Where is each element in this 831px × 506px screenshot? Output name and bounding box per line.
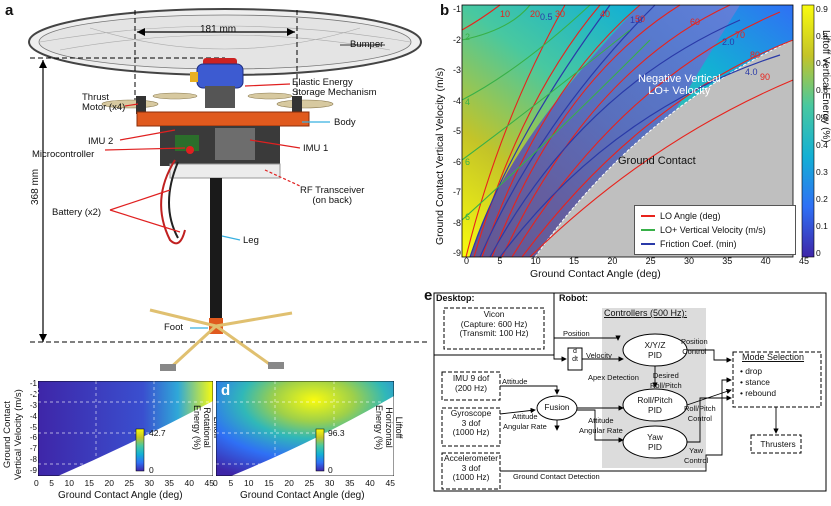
d-cbar-max: 96.3 bbox=[328, 428, 345, 438]
b-yticks-col: -1-2-3-4-5-6-7-8-9 bbox=[452, 4, 461, 258]
svg-text:4: 4 bbox=[465, 97, 470, 107]
dim-width: 181 mm bbox=[200, 24, 237, 35]
e-edge-attrate2: Attitude Angular Rate bbox=[579, 416, 623, 435]
b-legend: LO Angle (deg) LO+ Vertical Velocity (m/… bbox=[634, 205, 796, 255]
svg-text:70: 70 bbox=[735, 30, 745, 40]
label-energy: Elastic Energy Storage Mechanism bbox=[292, 77, 377, 98]
e-xyz-pid: X/Y/Z PID bbox=[644, 340, 666, 360]
svg-text:6: 6 bbox=[465, 212, 470, 222]
svg-text:6: 6 bbox=[465, 157, 470, 167]
label-battery: Battery (x2) bbox=[52, 207, 102, 218]
label-imu1: IMU 1 bbox=[303, 143, 329, 154]
svg-text:50: 50 bbox=[635, 14, 645, 24]
d-xlabel: Ground Contact Angle (deg) bbox=[240, 490, 365, 501]
e-mode-list: • drop • stance • rebound bbox=[740, 366, 776, 399]
panel-a-label: a bbox=[5, 2, 14, 19]
dim-height: 368 mm bbox=[30, 168, 41, 205]
svg-text:4.0: 4.0 bbox=[745, 67, 758, 77]
label-bumper: Bumper bbox=[350, 39, 384, 50]
e-desktop-title: Desktop: bbox=[436, 293, 475, 303]
svg-text:90: 90 bbox=[760, 72, 770, 82]
e-controllers-title: Controllers (500 Hz): bbox=[604, 308, 688, 318]
svg-text:30: 30 bbox=[555, 9, 565, 19]
robot-illustration bbox=[28, 8, 430, 372]
b-region-negative: Negative Vertical LO+ Velocity bbox=[638, 73, 721, 97]
e-fusion: Fusion bbox=[544, 402, 570, 412]
b-cbar-label: Liftoff Vertical Energy (%) bbox=[820, 30, 831, 143]
e-edge-apex: Apex Detection bbox=[588, 373, 639, 382]
panel-d-label: d bbox=[221, 382, 231, 399]
mode-item: • rebound bbox=[740, 388, 777, 398]
mode-item: • stance bbox=[740, 377, 770, 387]
b-lo-labels: 10 20 30 40 50 60 70 80 90 bbox=[500, 9, 770, 82]
e-thrusters: Thrusters bbox=[760, 439, 796, 449]
d-title: Liftoff Horizontal Energy (%) bbox=[374, 405, 404, 451]
panel-c-label: c bbox=[31, 382, 40, 399]
mode-item: • drop bbox=[740, 366, 763, 376]
panel-c-heatmap bbox=[38, 381, 213, 476]
e-edge-ground: Ground Contact Detection bbox=[513, 472, 600, 481]
svg-text:1.0: 1.0 bbox=[630, 15, 643, 25]
e-edge-yaw-ctrl: Yaw Control bbox=[684, 446, 709, 465]
b-region-ground: Ground Contact bbox=[618, 155, 696, 167]
e-edge-position: Position bbox=[563, 329, 590, 338]
e-imu: IMU 9 dof (200 Hz) bbox=[452, 373, 490, 393]
c-ylabel: Ground Contact Vertical Velocity (m/s) bbox=[2, 389, 24, 480]
svg-text:10: 10 bbox=[500, 9, 510, 19]
svg-text:2.0: 2.0 bbox=[722, 37, 735, 47]
label-leg: Leg bbox=[243, 235, 259, 246]
label-body: Body bbox=[334, 117, 356, 128]
svg-text:20: 20 bbox=[530, 9, 540, 19]
svg-text:60: 60 bbox=[690, 17, 700, 27]
e-edge-attitude: Attitude bbox=[502, 377, 528, 386]
e-ddt: d dt bbox=[572, 348, 578, 363]
b-xlabel: Ground Contact Angle (deg) bbox=[530, 268, 661, 280]
panel-e-label: e bbox=[424, 287, 433, 304]
svg-text:80: 80 bbox=[750, 50, 760, 60]
label-thrust-motor: Thrust Motor (x4) bbox=[82, 92, 126, 113]
c-cbar-max: 42.7 bbox=[149, 428, 166, 438]
e-edge-desired: Desired Roll/Pitch bbox=[650, 371, 682, 390]
label-foot: Foot bbox=[164, 322, 184, 333]
e-mode-title: Mode Selection bbox=[742, 352, 805, 362]
e-vicon: Vicon (Capture: 600 Hz) (Transmit: 100 H… bbox=[459, 309, 529, 339]
c-cbar-min: 0 bbox=[149, 465, 154, 475]
panel-d-heatmap bbox=[216, 381, 394, 476]
c-yticks: -1-2-3-4-5-6-7-8-9 bbox=[29, 379, 37, 475]
c-xlabel: Ground Contact Angle (deg) bbox=[58, 490, 183, 501]
panel-b-label: b bbox=[440, 2, 450, 19]
b-ylabel: Ground Contact Vertical Velocity (m/s) bbox=[434, 67, 446, 245]
svg-text:40: 40 bbox=[600, 9, 610, 19]
e-edge-pos-ctrl: Position Control bbox=[681, 337, 708, 356]
d-cbar-min: 0 bbox=[328, 465, 333, 475]
e-rollpitch-pid: Roll/Pitch PID bbox=[637, 395, 673, 415]
svg-text:2: 2 bbox=[465, 32, 470, 42]
label-micro: Microcontroller bbox=[32, 149, 95, 160]
label-rf: RF Transceiver (on back) bbox=[300, 185, 365, 206]
e-robot-title: Robot: bbox=[559, 293, 588, 303]
e-edge-rp-ctrl: Roll/Pitch Control bbox=[684, 404, 716, 423]
e-yaw-pid: Yaw PID bbox=[647, 432, 663, 452]
svg-text:0.5: 0.5 bbox=[540, 12, 553, 22]
e-accel: Accelerometer 3 dof (1000 Hz) bbox=[444, 453, 498, 483]
label-imu2: IMU 2 bbox=[88, 136, 114, 147]
panel-e-diagram bbox=[433, 292, 827, 492]
e-gyro: Gyroscope 3 dof (1000 Hz) bbox=[450, 408, 492, 438]
e-edge-attrate1: Attitude Angular Rate bbox=[503, 412, 547, 431]
e-edge-velocity: Velocity bbox=[586, 351, 612, 360]
